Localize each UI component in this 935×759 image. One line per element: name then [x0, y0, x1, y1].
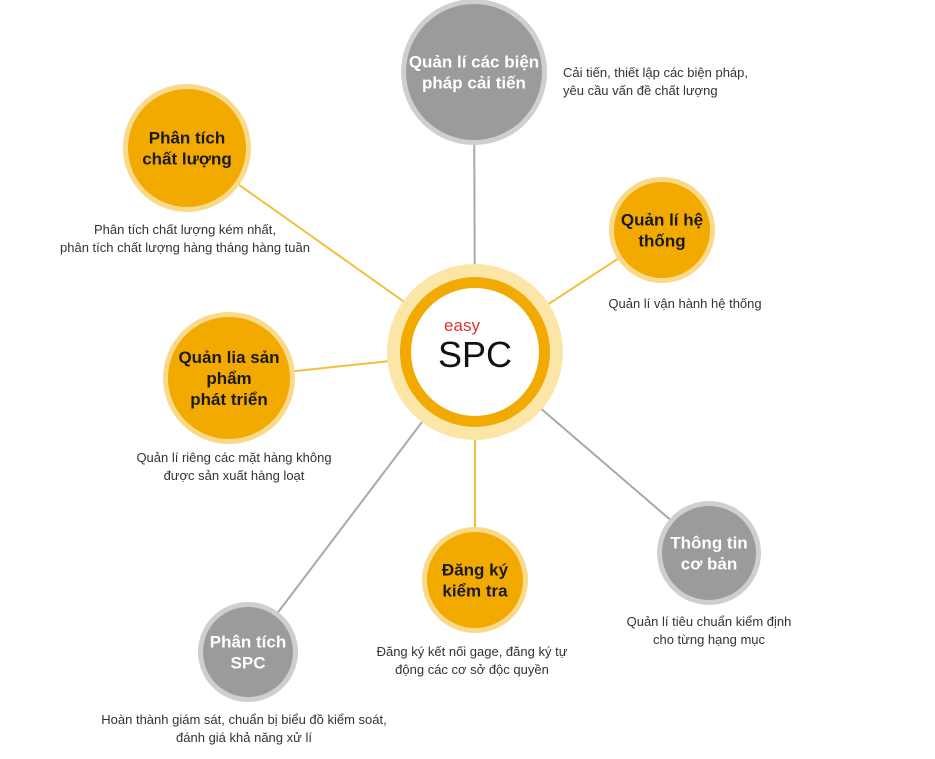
node-title-line: SPC [231, 654, 266, 673]
node-description-line: cho từng hạng mục [653, 632, 766, 647]
node-title-line: Phân tích [210, 633, 287, 652]
node-disc [128, 89, 246, 207]
node-description-line: Quản lí riêng các mặt hàng không [136, 450, 331, 465]
node-title-line: Đăng ký [442, 561, 509, 580]
node-description-line: yêu cầu vấn đề chất lượng [563, 83, 718, 98]
node-disc [427, 532, 523, 628]
node-title-line: kiểm tra [442, 582, 508, 601]
center-easy-label: easy [444, 316, 480, 335]
node-title-line: Quản lí hệ [621, 211, 703, 230]
node-description-line: động các cơ sở độc quyền [395, 662, 549, 677]
node-improvement: Quản lí các biện pháp cải tiến Cải tiến, t… [401, 0, 748, 145]
node-description-line: được sản xuất hàng loạt [164, 468, 305, 483]
node-title-line: cơ bản [681, 555, 738, 574]
node-description-line: đánh giá khả năng xử lí [176, 730, 312, 745]
node-disc [203, 607, 293, 697]
node-description-line: Cải tiến, thiết lập các biện pháp, [563, 65, 748, 80]
node-title-line: Thông tin [670, 534, 747, 553]
node-description-line: phân tích chất lượng hàng tháng hàng tuầ… [60, 240, 310, 255]
center-hub: easy SPC [387, 264, 563, 440]
nodes: Quản lí các biện pháp cải tiến Cải tiến, t… [60, 0, 791, 745]
node-title-line: thống [638, 232, 685, 251]
node-title-line: pháp cải tiến [422, 74, 526, 93]
node-disc [168, 317, 290, 439]
node-description-line: Hoàn thành giám sát, chuẩn bị biểu đồ ki… [101, 712, 386, 727]
node-title-line: Phân tích [149, 129, 226, 148]
node-disc [662, 506, 756, 600]
node-description-line: Quản lí tiêu chuẩn kiểm định [627, 614, 792, 629]
node-description-line: Phân tích chất lượng kém nhất, [94, 222, 276, 237]
center-white-disc [411, 288, 539, 416]
node-title-line: phát triển [190, 390, 267, 409]
node-description-line: Đăng ký kết nối gage, đăng ký tự [377, 644, 568, 659]
node-title-line: chất lượng [142, 150, 232, 169]
node-title-line: phẩm [206, 369, 251, 388]
node-title-line: Quản lia sản [178, 348, 279, 367]
center-spc-label: SPC [438, 334, 512, 375]
node-title-line: Quản lí các biện [409, 53, 539, 72]
node-description-line: Quản lí vận hành hệ thống [608, 296, 761, 311]
node-disc [614, 182, 710, 278]
node-disc [406, 4, 542, 140]
